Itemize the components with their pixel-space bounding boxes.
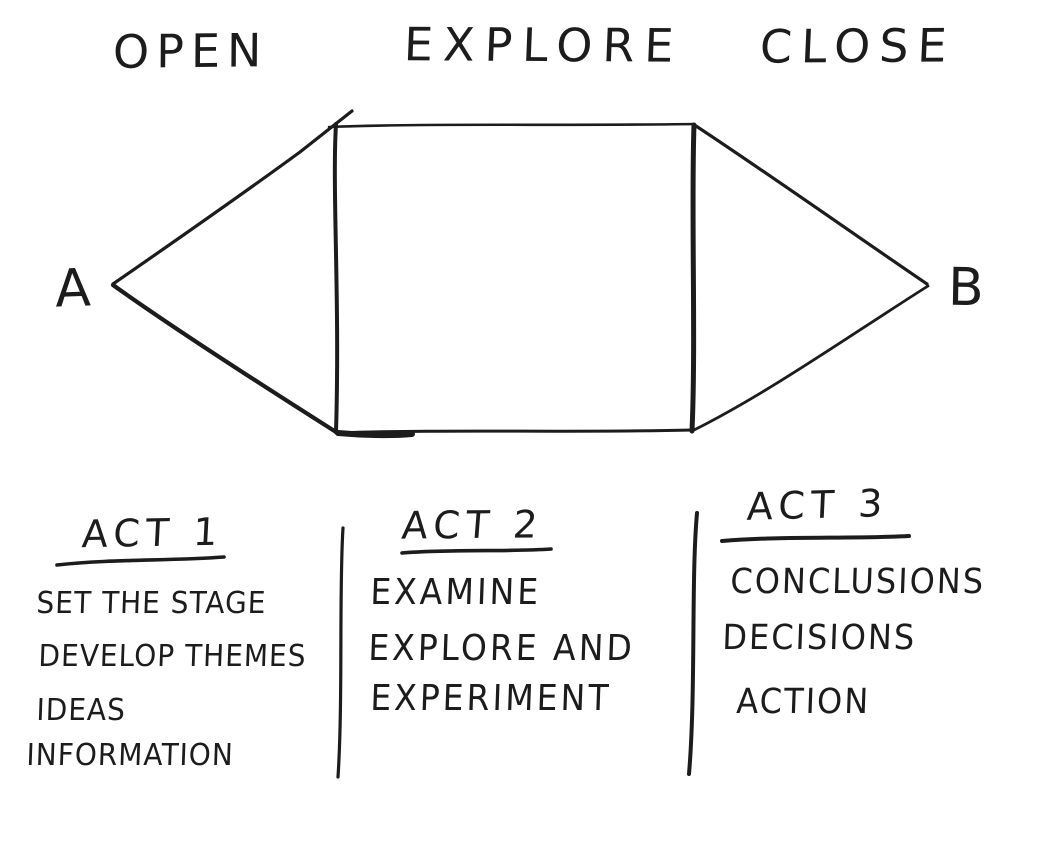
phase-label-close: CLOSE — [758, 18, 957, 74]
close-triangle-bottom-stroke — [692, 284, 930, 432]
divider-act1-act2 — [336, 526, 345, 779]
act3-item: ACTION — [735, 680, 871, 722]
endpoint-a-label: A — [53, 258, 92, 320]
act3-item: CONCLUSIONS — [729, 560, 986, 602]
phase-label-explore: EXPLORE — [402, 17, 685, 73]
act3-item: DECISIONS — [721, 616, 917, 658]
rectangle-bottom-edge — [334, 428, 695, 435]
act1-item: SET THE STAGE — [35, 584, 268, 621]
act2-item: EXPLORE AND — [367, 626, 636, 669]
act1-item: DEVELOP THEMES — [37, 637, 308, 674]
rectangle-bottom-overlap-stroke — [335, 430, 415, 439]
act2-underline — [400, 547, 553, 555]
act1-title: ACT 1 — [80, 509, 225, 557]
act1-item: INFORMATION — [25, 736, 235, 773]
act3-title: ACT 3 — [745, 481, 890, 529]
act2-title: ACT 2 — [400, 502, 546, 548]
act1-item: IDEAS — [35, 691, 127, 728]
rectangle-top-edge — [327, 122, 696, 129]
open-triangle-bottom-stroke — [110, 282, 339, 435]
rectangle-right-edge — [689, 122, 697, 434]
rectangle-left-edge — [332, 122, 340, 434]
act2-item: EXAMINE — [369, 570, 542, 613]
endpoint-b-label: B — [947, 257, 985, 319]
divider-act2-act3 — [687, 511, 699, 776]
close-triangle-top-stroke — [694, 124, 929, 286]
phase-label-open: OPEN — [112, 23, 269, 79]
act2-item: EXPERIMENT — [369, 676, 613, 719]
act1-underline — [55, 555, 226, 567]
act3-underline — [720, 534, 911, 543]
open-triangle-top-stroke — [111, 109, 354, 286]
